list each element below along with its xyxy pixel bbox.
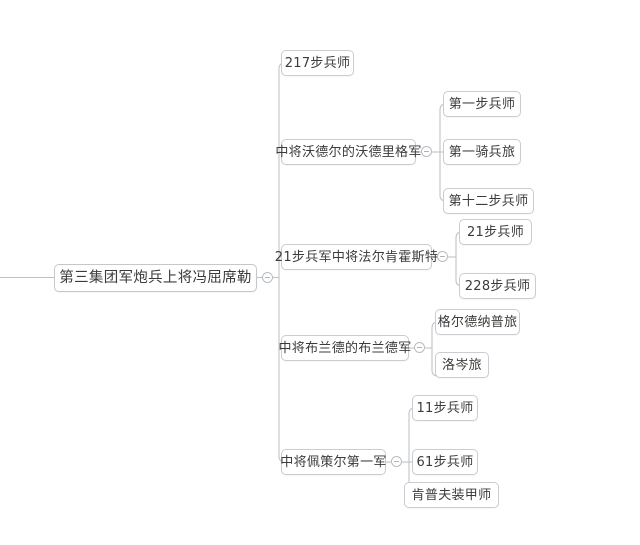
node-branch-4-child-0-label: 11步兵师 [416,400,474,416]
collapse-toggle-branch-3[interactable] [414,342,425,353]
node-branch-3[interactable]: 中将布兰德的布兰德军 [278,335,412,361]
node-branch-4-child-1[interactable]: 61步兵师 [412,449,478,475]
node-branch-2-label: 21步兵军中将法尔肯霍斯特 [274,249,439,265]
node-root-label: 第三集团军炮兵上将冯屈席勒 [59,269,252,286]
node-branch-1-child-0[interactable]: 第一步兵师 [443,91,521,117]
node-branch-3-child-1-label: 洛岑旅 [442,357,482,373]
node-branch-4-child-2[interactable]: 肯普夫装甲师 [404,482,499,508]
node-branch-1[interactable]: 中将沃德尔的沃德里格军 [275,139,421,165]
node-branch-1-label: 中将沃德尔的沃德里格军 [275,144,422,160]
node-branch-4-child-1-label: 61步兵师 [416,454,474,470]
node-branch-3-child-1[interactable]: 洛岑旅 [435,352,489,378]
node-branch-1-child-1-label: 第一骑兵旅 [448,144,516,160]
node-root[interactable]: 第三集团军炮兵上将冯屈席勒 [54,264,257,292]
node-branch-2-child-1-label: 228步兵师 [464,278,531,294]
node-branch-4-child-2-label: 肯普夫装甲师 [411,487,492,503]
collapse-toggle-root[interactable] [262,272,273,283]
node-branch-0-label: 217步兵师 [284,55,351,71]
node-branch-1-child-2-label: 第十二步兵师 [448,193,529,209]
node-branch-3-label: 中将布兰德的布兰德军 [278,340,412,356]
collapse-toggle-branch-2[interactable] [437,251,448,262]
node-branch-4[interactable]: 中将佩策尔第一军 [280,449,387,475]
node-branch-4-child-0[interactable]: 11步兵师 [412,395,478,421]
node-branch-3-child-0[interactable]: 格尔德纳普旅 [435,309,520,335]
node-branch-2-child-0[interactable]: 21步兵师 [459,219,532,245]
node-branch-3-child-0-label: 格尔德纳普旅 [437,314,518,330]
node-branch-4-label: 中将佩策尔第一军 [280,454,387,470]
node-branch-0[interactable]: 217步兵师 [281,50,354,76]
node-branch-1-child-2[interactable]: 第十二步兵师 [443,188,534,214]
collapse-toggle-branch-4[interactable] [391,456,402,467]
node-branch-2[interactable]: 21步兵军中将法尔肯霍斯特 [275,244,438,270]
node-branch-1-child-1[interactable]: 第一骑兵旅 [443,139,521,165]
node-branch-2-child-1[interactable]: 228步兵师 [459,273,536,299]
node-branch-2-child-0-label: 21步兵师 [466,224,525,240]
node-branch-1-child-0-label: 第一步兵师 [448,96,516,112]
collapse-toggle-branch-1[interactable] [421,146,432,157]
